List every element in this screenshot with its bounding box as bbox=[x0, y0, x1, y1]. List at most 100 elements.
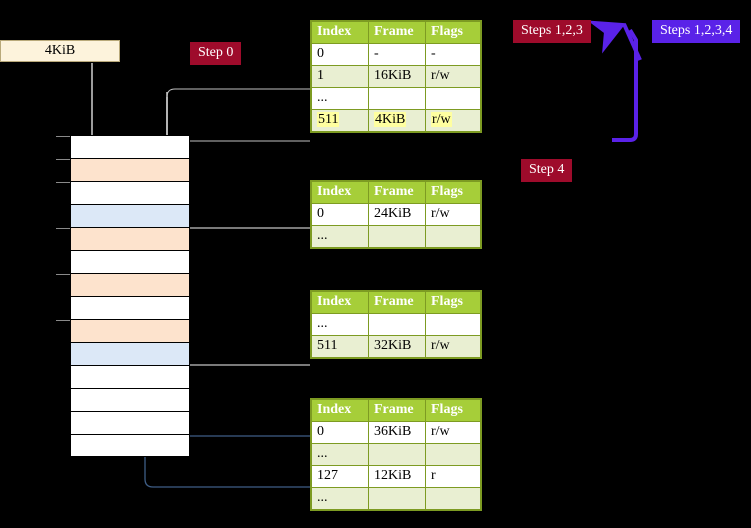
table-cell: r/w bbox=[425, 421, 481, 444]
table-cell: r/w bbox=[425, 203, 481, 226]
table-cell: 24KiB bbox=[368, 203, 426, 226]
memory-frame-row bbox=[56, 135, 190, 158]
memory-frame-row bbox=[70, 365, 190, 388]
table-cell: 511 bbox=[311, 335, 369, 358]
table-cell bbox=[368, 313, 426, 336]
table-row: 511 4KiB r/w bbox=[311, 109, 481, 132]
table-cell: 36KiB bbox=[368, 421, 426, 444]
table-row: ... bbox=[311, 487, 481, 510]
wire-pdpt-hook bbox=[174, 227, 310, 258]
table-row: ... bbox=[311, 313, 481, 336]
table-cell: r bbox=[425, 465, 481, 488]
wire-pml4-511 bbox=[166, 88, 310, 142]
table-cell: - bbox=[368, 43, 426, 66]
bracket-steps-1234 bbox=[612, 28, 638, 142]
memory-frame-row bbox=[70, 434, 190, 457]
table-cell bbox=[368, 443, 426, 466]
table-cell: r/w bbox=[425, 65, 481, 88]
table-cell: 0 bbox=[311, 421, 369, 444]
table-cell: 16KiB bbox=[368, 65, 426, 88]
table-header-index: Index bbox=[311, 399, 369, 422]
physical-memory-column bbox=[56, 135, 190, 457]
table-cell: - bbox=[425, 43, 481, 66]
badge-steps-1234-label: Steps 1,2,3,4 bbox=[660, 23, 733, 38]
frame-4kib-label: 4KiB bbox=[44, 43, 76, 58]
memory-frame-tick bbox=[56, 159, 70, 160]
table-cell: ... bbox=[311, 225, 369, 248]
memory-frame-row bbox=[56, 227, 190, 250]
table-header-flags: Flags bbox=[425, 399, 481, 422]
badge-steps-123-label: Steps 1,2,3 bbox=[521, 23, 583, 38]
memory-frame-tick bbox=[56, 320, 70, 321]
badge-step-4-label: Step 4 bbox=[529, 162, 565, 177]
table-cell bbox=[425, 225, 481, 248]
table-row: ... bbox=[311, 225, 481, 248]
table-cell: 0 bbox=[311, 43, 369, 66]
badge-steps-123: Steps 1,2,3 bbox=[513, 20, 591, 43]
bracket-steps-1234-arrow bbox=[587, 20, 642, 61]
badge-step-4: Step 4 bbox=[521, 159, 573, 182]
highlighted-value: r/w bbox=[431, 112, 452, 127]
table-cell: ... bbox=[311, 87, 369, 110]
table-cell: 1 bbox=[311, 65, 369, 88]
table-cell: ... bbox=[311, 313, 369, 336]
wire-pd-up-hook bbox=[181, 338, 310, 366]
memory-frame-tick bbox=[56, 274, 70, 275]
table-cell bbox=[368, 225, 426, 248]
memory-frame-row bbox=[56, 273, 190, 296]
table-header-index: Index bbox=[311, 181, 369, 204]
table-cell: ... bbox=[311, 443, 369, 466]
highlighted-value: 511 bbox=[317, 112, 340, 127]
table-cell bbox=[425, 443, 481, 466]
memory-frame-row bbox=[70, 296, 190, 319]
table-cell bbox=[425, 313, 481, 336]
badge-step-0: Step 0 bbox=[190, 42, 242, 65]
table-header-flags: Flags bbox=[425, 291, 481, 314]
badge-steps-1234: Steps 1,2,3,4 bbox=[652, 20, 741, 43]
frame-4kib-box: 4KiB bbox=[0, 40, 120, 62]
table-cell: ... bbox=[311, 487, 369, 510]
table-header-index: Index bbox=[311, 21, 369, 44]
table-cell bbox=[368, 487, 426, 510]
table-header-frame: Frame bbox=[368, 21, 426, 44]
badge-step-0-label: Step 0 bbox=[198, 45, 234, 60]
table-cell: 4KiB bbox=[368, 109, 426, 132]
table-header-flags: Flags bbox=[425, 181, 481, 204]
memory-frame-row bbox=[70, 411, 190, 434]
memory-frame-row bbox=[56, 181, 190, 204]
table-row: ... bbox=[311, 87, 481, 110]
table-cell: 32KiB bbox=[368, 335, 426, 358]
memory-frame-row bbox=[56, 319, 190, 342]
table-cell: 511 bbox=[311, 109, 369, 132]
table-cell bbox=[425, 87, 481, 110]
memory-frame-row bbox=[56, 158, 190, 181]
table-header-frame: Frame bbox=[368, 181, 426, 204]
table-cell: r/w bbox=[425, 109, 481, 132]
table-cell bbox=[368, 87, 426, 110]
table-row: 0-- bbox=[311, 43, 481, 66]
table-cell: 0 bbox=[311, 203, 369, 226]
table-header-index: Index bbox=[311, 291, 369, 314]
table-header-flags: Flags bbox=[425, 21, 481, 44]
table-cell: 127 bbox=[311, 465, 369, 488]
highlighted-value: 4KiB bbox=[374, 112, 407, 127]
table-cell: r/w bbox=[425, 335, 481, 358]
table-row: ... bbox=[311, 443, 481, 466]
table-header-frame: Frame bbox=[368, 291, 426, 314]
memory-frame-row bbox=[70, 388, 190, 411]
table-cell: 12KiB bbox=[368, 465, 426, 488]
table-header-frame: Frame bbox=[368, 399, 426, 422]
memory-frame-tick bbox=[56, 182, 70, 183]
memory-frame-tick bbox=[56, 136, 70, 137]
memory-frame-row bbox=[70, 250, 190, 273]
